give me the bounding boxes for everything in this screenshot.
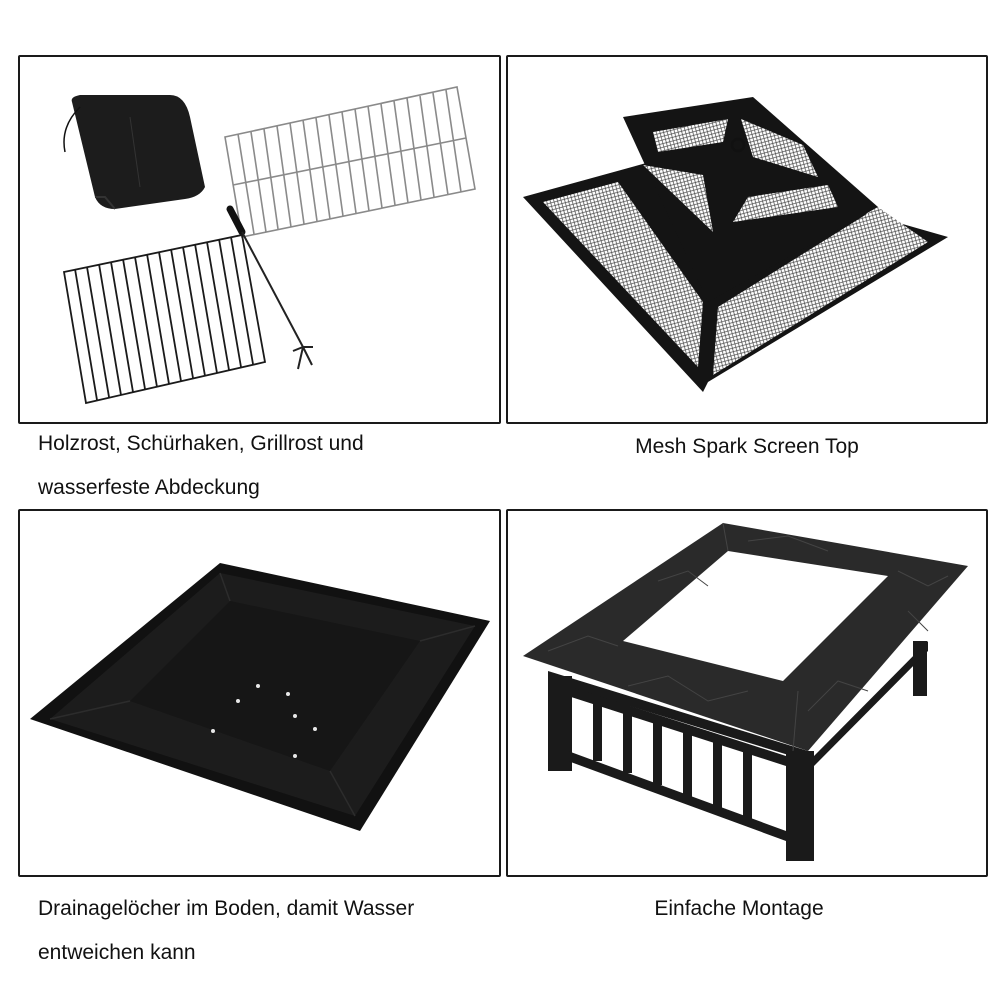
panel-spark-screen [506, 55, 988, 424]
fire-bowl-illustration [30, 563, 490, 831]
caption-spark-screen: Mesh Spark Screen Top [506, 425, 988, 469]
caption-frame: Einfache Montage [498, 887, 980, 931]
drainage-holes [211, 684, 317, 758]
panel-fire-bowl [18, 509, 501, 877]
caption-line: Holzrost, Schürhaken, Grillrost und [38, 432, 364, 455]
waterproof-cover-icon [63, 95, 205, 210]
log-grate-icon [62, 233, 267, 405]
panel-accessories [18, 55, 501, 424]
caption-line: entweichen kann [38, 941, 196, 964]
cooking-grill-icon [224, 86, 476, 238]
caption-line: Drainagelöcher im Boden, damit Wasser [38, 897, 415, 920]
caption-accessories: Holzrost, Schürhaken, Grillrost und wass… [38, 422, 498, 510]
panel-frame [506, 509, 988, 877]
spark-screen-illustration [523, 97, 948, 392]
spark-screen-icon [523, 97, 948, 392]
poker-icon [226, 205, 313, 370]
caption-line: wasserfeste Abdeckung [38, 476, 260, 499]
fire-bowl-icon [30, 563, 490, 831]
accessories-illustration [62, 86, 476, 405]
caption-line: Einfache Montage [654, 897, 824, 920]
caption-line: Mesh Spark Screen Top [635, 435, 859, 458]
caption-fire-bowl: Drainagelöcher im Boden, damit Wasser en… [38, 887, 498, 975]
frame-illustration [523, 522, 968, 861]
fire-pit-frame-icon [523, 522, 968, 861]
